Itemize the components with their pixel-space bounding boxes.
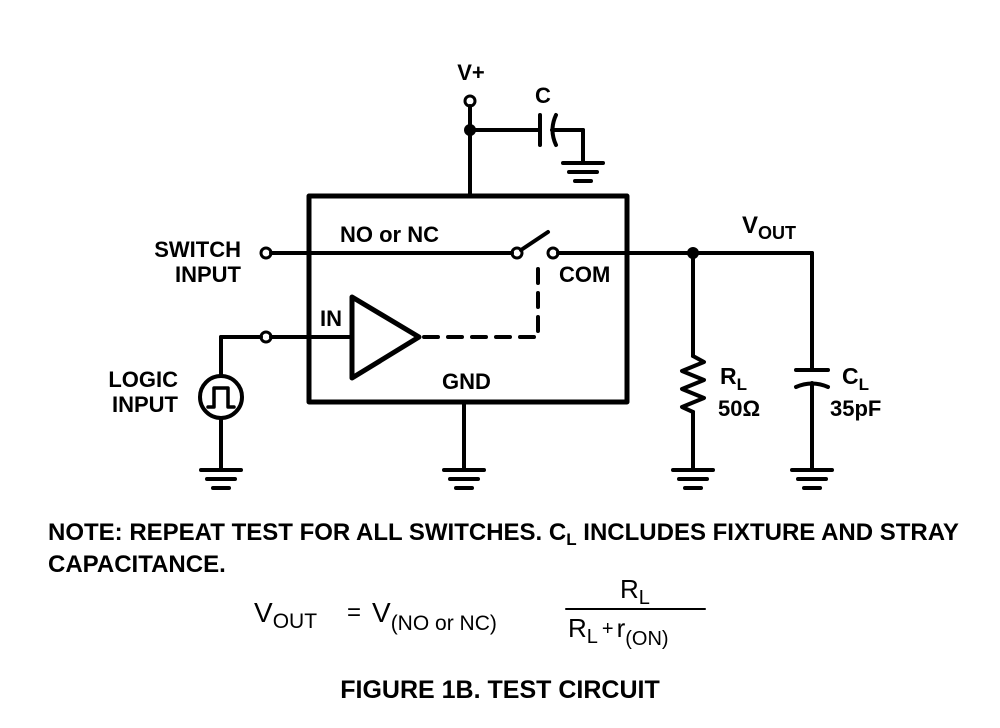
ground-icon <box>199 468 243 490</box>
switch-blade <box>519 230 550 252</box>
pulse-source-icon <box>198 374 244 420</box>
equation-numerator: RL <box>620 574 650 609</box>
ic-package-box <box>306 193 630 405</box>
bypass-cap-label: C <box>535 83 551 108</box>
supply-connection <box>463 94 605 198</box>
ground-icon <box>561 161 605 183</box>
gnd-label: GND <box>442 369 491 394</box>
logic-input-path <box>198 330 354 490</box>
ground-icon <box>442 468 486 490</box>
logic-input-label-line1: LOGIC <box>108 367 178 392</box>
ground-icon <box>671 468 715 490</box>
vout-label: VOUT <box>742 212 796 243</box>
cl-label: CL <box>842 363 869 394</box>
switch-input-label-line1: SWITCH <box>154 237 241 262</box>
switch-input-path <box>259 230 814 260</box>
supply-label: V+ <box>457 60 485 85</box>
rl-value: 50Ω <box>718 396 760 421</box>
in-label: IN <box>320 306 342 331</box>
ground-icon <box>790 468 834 490</box>
figure-caption: FIGURE 1B. TEST CIRCUIT <box>340 676 660 704</box>
equation-equals: = <box>347 599 361 626</box>
no-nc-label: NO or NC <box>340 222 439 247</box>
test-note: NOTE: REPEAT TEST FOR ALL SWITCHES. CL I… <box>48 519 959 578</box>
equation-lhs: VOUT <box>254 597 317 633</box>
com-label: COM <box>559 262 610 287</box>
equation-denominator: RL+r(ON) <box>568 613 669 650</box>
switch-input-label-line2: INPUT <box>175 262 242 287</box>
equation-v-no-nc: V(NO or NC) <box>372 597 497 635</box>
bypass-capacitor-c <box>538 113 585 165</box>
load-resistor-rl <box>671 251 715 490</box>
logic-driver-buffer <box>349 294 422 381</box>
load-capacitor-cl <box>790 251 834 490</box>
rl-label: RL <box>720 363 747 394</box>
cl-value: 35pF <box>830 396 881 421</box>
switch-control-link <box>422 264 540 339</box>
logic-input-label-line2: INPUT <box>112 392 179 417</box>
ic-ground <box>442 400 486 490</box>
